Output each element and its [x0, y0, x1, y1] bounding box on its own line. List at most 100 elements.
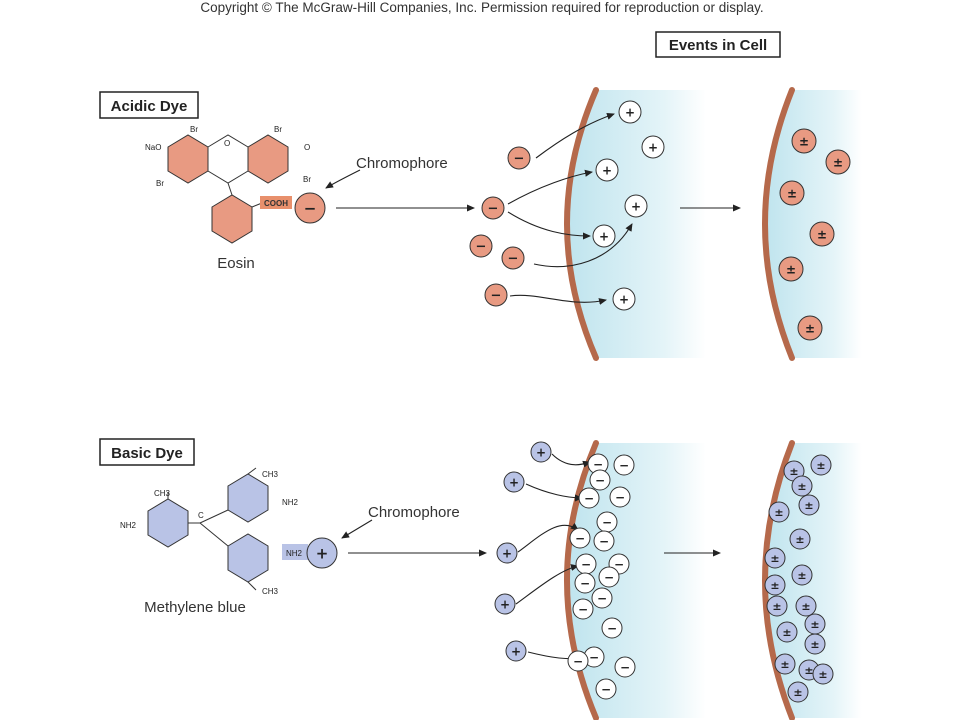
- cells-layer: [564, 87, 862, 720]
- basic-stained-charge: ±: [791, 564, 813, 586]
- basic-cell-charge: −: [591, 587, 613, 609]
- svg-text:+: +: [619, 292, 629, 306]
- basic-cell-charge: −: [567, 650, 589, 672]
- acidic-cell-charge: +: [624, 194, 648, 218]
- svg-text:−: −: [589, 650, 599, 664]
- svg-text:+: +: [602, 163, 612, 177]
- svg-text:−: −: [614, 557, 624, 571]
- svg-text:−: −: [304, 199, 317, 217]
- svg-text:+: +: [511, 644, 521, 658]
- svg-text:±: ±: [770, 552, 779, 565]
- basic-cell-charge: −: [613, 454, 635, 476]
- basic-stained-charge: ±: [789, 528, 811, 550]
- svg-text:±: ±: [816, 459, 825, 472]
- basic-dye-ion: +: [494, 593, 516, 615]
- basic-cell-charge: −: [575, 553, 597, 575]
- svg-text:−: −: [581, 557, 591, 571]
- svg-text:+: +: [631, 199, 641, 213]
- acidic-dye-ion: −: [481, 196, 505, 220]
- svg-text:−: −: [604, 570, 614, 584]
- acidic-curve-3: [507, 211, 591, 240]
- svg-text:Acidic Dye: Acidic Dye: [111, 98, 188, 115]
- basic-stained-charge: ±: [810, 454, 832, 476]
- basic-stained-charge: ±: [764, 574, 786, 596]
- acidic-stained-charge: ±: [809, 221, 835, 247]
- svg-text:±: ±: [797, 569, 806, 582]
- acidic-chromophore-bubble: −: [294, 192, 326, 224]
- svg-text:NH2: NH2: [120, 521, 137, 530]
- nh2-group: NH2: [282, 544, 308, 560]
- svg-text:−: −: [620, 660, 630, 674]
- svg-text:+: +: [502, 546, 512, 560]
- basic-cell-before: [564, 440, 706, 720]
- svg-text:±: ±: [787, 186, 797, 200]
- acidic-stained-charge: ±: [778, 256, 804, 282]
- acidic-cell-charge: +: [618, 100, 642, 124]
- svg-text:−: −: [597, 591, 607, 605]
- basic-dye-ion: +: [530, 441, 552, 463]
- basic-stained-charge: ±: [804, 633, 826, 655]
- acidic-stained-charge: ±: [797, 315, 823, 341]
- svg-text:±: ±: [833, 155, 843, 169]
- acidic-dye-ion: −: [484, 283, 508, 307]
- svg-text:±: ±: [774, 506, 783, 519]
- basic-cell-charge: −: [589, 469, 611, 491]
- svg-text:NH2: NH2: [286, 549, 303, 558]
- acidic-chromophore-label: Chromophore: [356, 155, 448, 172]
- eosin-structure: [167, 134, 289, 244]
- basic-stained-charge: ±: [812, 663, 834, 685]
- svg-text:−: −: [602, 515, 612, 529]
- basic-cell-charge: −: [593, 530, 615, 552]
- svg-text:−: −: [584, 491, 594, 505]
- svg-text:Events in Cell: Events in Cell: [669, 37, 767, 54]
- svg-text:+: +: [599, 229, 609, 243]
- svg-text:±: ±: [818, 668, 827, 681]
- cell-membrane: [564, 87, 599, 361]
- svg-text:−: −: [488, 202, 499, 217]
- svg-text:O: O: [224, 139, 230, 148]
- svg-text:±: ±: [780, 658, 789, 671]
- methylene-blue-label: Methylene blue: [144, 599, 246, 616]
- bubbles-layer: −−−−−−++++++±±±±±±++++++−−−−−−−−−−−−−−−−…: [294, 100, 851, 703]
- svg-text:NH2: NH2: [282, 498, 299, 507]
- basic-dye-ion: +: [496, 542, 518, 564]
- cell-membrane: [564, 440, 599, 720]
- acidic-dye-ion: −: [507, 146, 531, 170]
- acidic-dye-label: Acidic Dye: [99, 91, 199, 119]
- eosin-label: Eosin: [217, 255, 255, 272]
- acidic-dye-panel: Acidic Dye NaO Br Br O Br Br O COOH Eosi…: [99, 91, 448, 272]
- svg-text:±: ±: [810, 638, 819, 651]
- acidic-cell-charge: +: [641, 135, 665, 159]
- svg-text:−: −: [491, 289, 502, 304]
- svg-text:+: +: [536, 445, 546, 459]
- basic-dye-label: Basic Dye: [99, 438, 195, 466]
- svg-text:+: +: [500, 597, 510, 611]
- basic-stained-charge: ±: [798, 494, 820, 516]
- acidic-curve-5: [509, 294, 607, 305]
- basic-stained-charge: ±: [764, 547, 786, 569]
- svg-text:Br: Br: [303, 175, 311, 184]
- basic-stained-charge: ±: [774, 653, 796, 675]
- acidic-cell-charge: +: [612, 287, 636, 311]
- cell-membrane: [762, 440, 795, 720]
- svg-text:C: C: [198, 511, 204, 520]
- svg-text:±: ±: [799, 134, 809, 148]
- basic-cell-charge: −: [574, 572, 596, 594]
- svg-text:−: −: [508, 252, 519, 267]
- copyright-text: Copyright © The McGraw-Hill Companies, I…: [200, 0, 763, 15]
- svg-text:NaO: NaO: [145, 143, 161, 152]
- svg-text:−: −: [599, 534, 609, 548]
- svg-text:±: ±: [795, 533, 804, 546]
- basic-stained-charge: ±: [787, 681, 809, 703]
- svg-text:+: +: [316, 544, 329, 562]
- svg-text:CH3: CH3: [262, 470, 279, 479]
- basic-stained-charge: ±: [795, 595, 817, 617]
- svg-text:−: −: [575, 531, 585, 545]
- svg-text:−: −: [476, 240, 487, 255]
- basic-dye-panel: Basic Dye CH3 NH2 CH3 NH2 CH3 C NH2 Meth…: [99, 438, 460, 616]
- basic-stained-charge: ±: [791, 475, 813, 497]
- basic-stained-charge: ±: [804, 613, 826, 635]
- svg-text:±: ±: [786, 262, 796, 276]
- svg-text:±: ±: [804, 499, 813, 512]
- basic-stained-charge: ±: [776, 621, 798, 643]
